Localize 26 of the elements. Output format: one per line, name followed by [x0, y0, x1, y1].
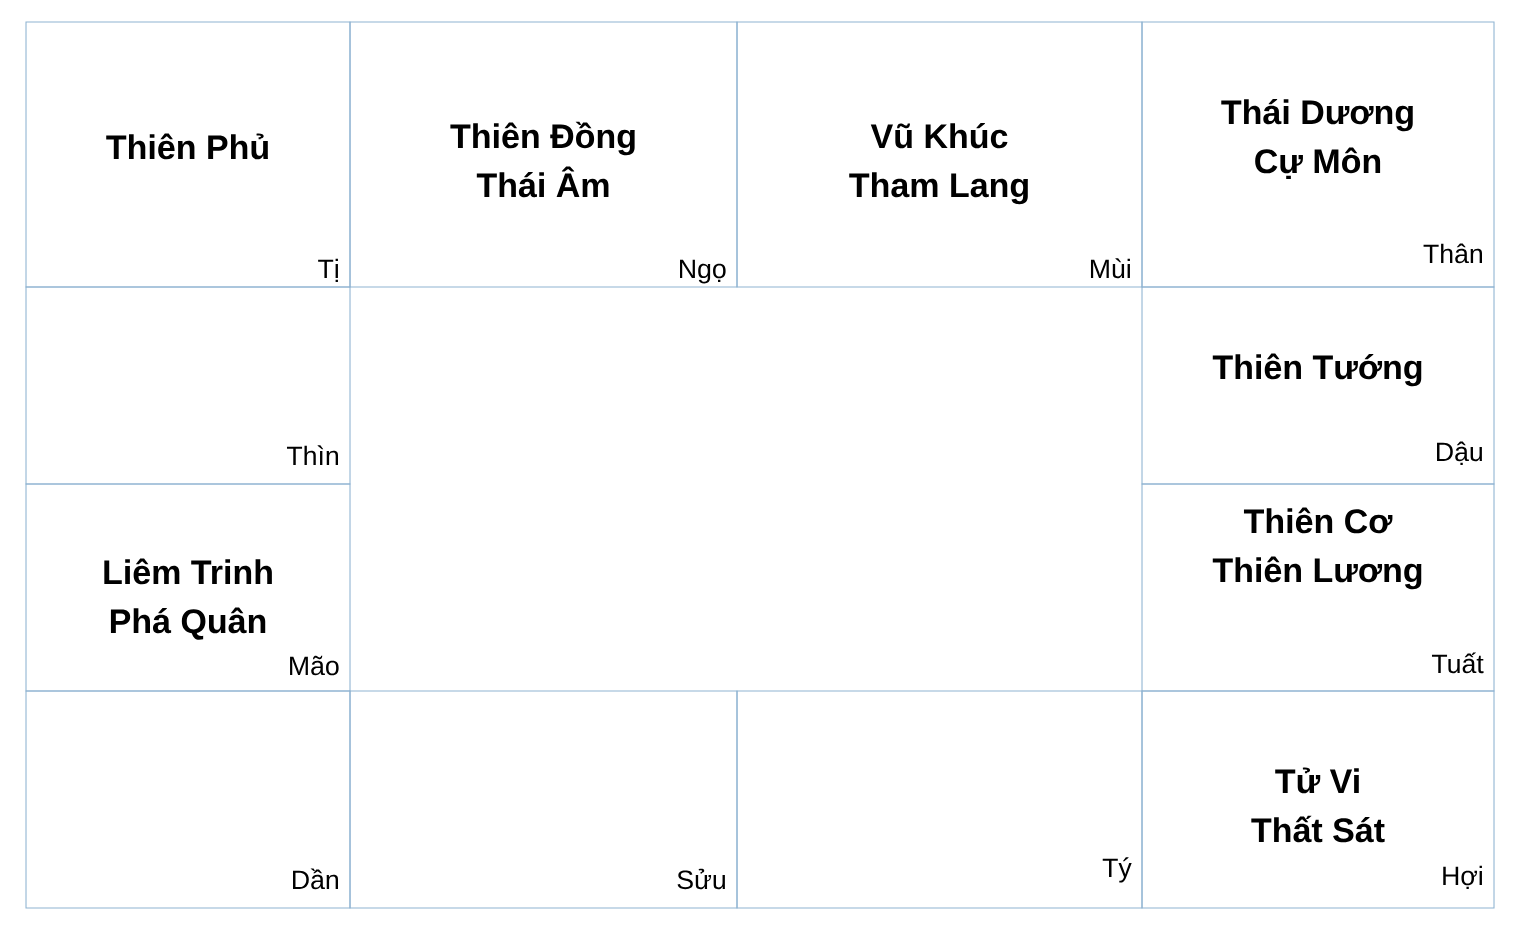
- star-name: Thiên Phủ: [106, 133, 268, 160]
- star-name: Liêm Trinh: [104, 558, 272, 585]
- star-name: Phá Quân: [110, 607, 266, 640]
- star-name: Thiên Cơ: [1243, 507, 1393, 534]
- branch-label: Sửu: [677, 868, 725, 890]
- star-name: Tử Vi: [1275, 767, 1359, 794]
- branch-label: Hợi: [1443, 865, 1482, 890]
- branch-label: Tị: [318, 258, 338, 283]
- star-name: Thái Âm: [476, 166, 609, 198]
- branch-label: Mùi: [1090, 258, 1130, 279]
- branch-label: Ngọ: [680, 259, 726, 284]
- star-name: Vũ Khúc: [870, 123, 1008, 149]
- branch-label: Tý: [1102, 857, 1132, 883]
- branch-label: Tuất: [1432, 652, 1484, 674]
- star-name: Tham Lang: [849, 172, 1028, 205]
- branch-label: Dần: [293, 868, 338, 890]
- star-name: Cự Môn: [1255, 147, 1381, 180]
- branch-label: Thìn: [287, 445, 338, 465]
- branch-label: Dậu: [1437, 441, 1482, 466]
- branch-label: Thân: [1423, 243, 1482, 264]
- star-name: Thái Dương: [1221, 99, 1413, 132]
- star-name: Thiên Lương: [1212, 556, 1422, 590]
- star-name: Thiên Tướng: [1212, 353, 1422, 387]
- star-name: Thất Sát: [1251, 815, 1385, 843]
- star-name: Thiên Đồng: [450, 121, 635, 156]
- branch-label: Mão: [290, 655, 339, 676]
